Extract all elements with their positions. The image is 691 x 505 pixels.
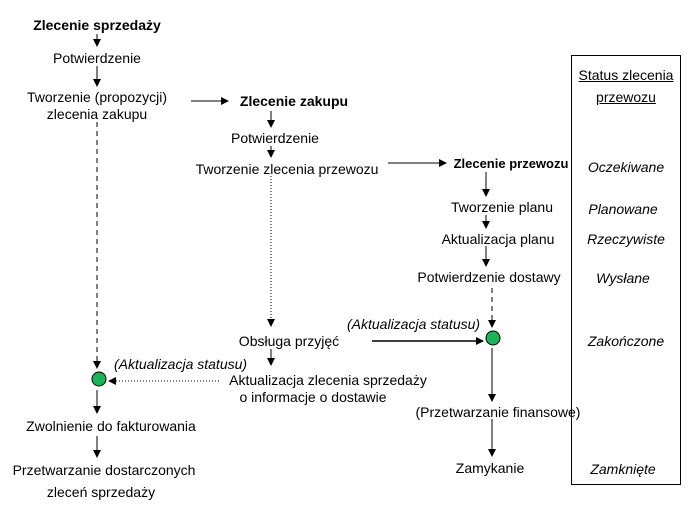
node-financial-processing: (Przetwarzanie finansowe) bbox=[415, 404, 581, 420]
node-delivery-confirmation: Potwierdzenie dostawy bbox=[417, 269, 561, 285]
event-circle-right bbox=[485, 330, 501, 346]
node-transport-order: Zlecenie przewozu bbox=[453, 156, 569, 171]
node-so-update-line-1: Aktualizacja zlecenia sprzedaży bbox=[229, 372, 427, 388]
node-release-billing: Zwolnienie do fakturowania bbox=[26, 418, 196, 434]
node-plan-update: Aktualizacja planu bbox=[441, 231, 555, 247]
label-status-update-right: (Aktualizacja statusu) bbox=[347, 316, 481, 332]
label-status-update-left: (Aktualizacja statusu) bbox=[114, 356, 248, 372]
event-circle-left bbox=[91, 371, 107, 387]
node-so-update-line-2: o informacje o dostawie bbox=[239, 389, 387, 405]
node-create-po-line-1: Tworzenie (propozycji) bbox=[26, 89, 168, 105]
status-panel-title: Status zlecenia przewozu bbox=[578, 67, 674, 105]
node-purchase-order: Zlecenie zakupu bbox=[239, 93, 349, 109]
status-planned: Planowane bbox=[588, 201, 658, 217]
node-confirmation-1: Potwierdzenie bbox=[53, 50, 141, 66]
node-sales-order: Zlecenie sprzedaży bbox=[33, 17, 161, 33]
node-closing: Zamykanie bbox=[455, 460, 525, 476]
node-plan-create: Tworzenie planu bbox=[451, 199, 553, 215]
status-sent: Wysłane bbox=[596, 270, 650, 286]
status-expected: Oczekiwane bbox=[587, 159, 665, 175]
node-goods-receipt: Obsługa przyjęć bbox=[238, 333, 340, 349]
status-actual: Rzeczywiste bbox=[587, 231, 665, 247]
node-process-delivered-line-2: zleceń sprzedaży bbox=[46, 484, 156, 500]
node-confirmation-2: Potwierdzenie bbox=[231, 130, 319, 146]
status-closed: Zamknięte bbox=[590, 461, 656, 477]
status-panel bbox=[571, 55, 681, 485]
status-completed: Zakończone bbox=[587, 333, 665, 349]
node-create-transport-order: Tworzenie zlecenia przewozu bbox=[195, 161, 379, 177]
node-create-po-line-2: zlecenia zakupu bbox=[46, 106, 148, 122]
node-process-delivered-line-1: Przetwarzanie dostarczonych bbox=[12, 462, 196, 478]
